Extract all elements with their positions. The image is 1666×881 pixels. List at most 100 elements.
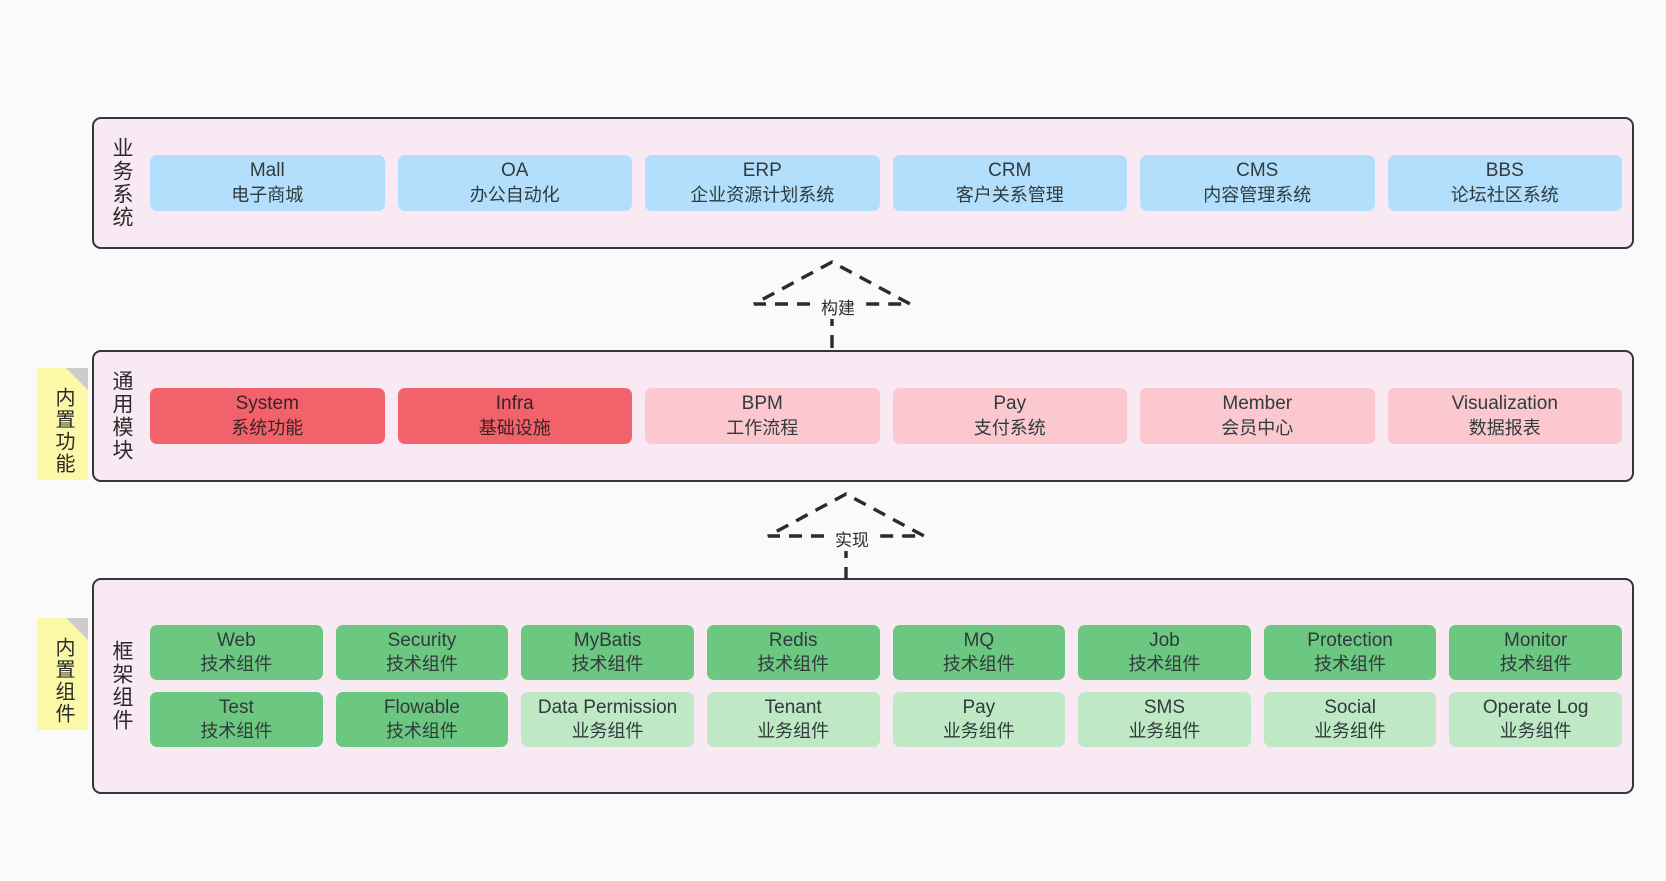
node-title: Data Permission <box>537 697 678 718</box>
node-subtitle: 基础设施 <box>478 417 551 438</box>
node-title: Protection <box>1307 629 1393 651</box>
connector-implement: 实现 <box>766 490 926 582</box>
node-title: SMS <box>1143 697 1186 718</box>
node-subtitle: 业务组件 <box>1499 721 1572 742</box>
node-subtitle: 会员中心 <box>1221 417 1294 438</box>
node-member[interactable]: Member 会员中心 <box>1140 388 1375 444</box>
node-title: Monitor <box>1504 629 1568 651</box>
node-subtitle: 技术组件 <box>757 653 830 674</box>
layer-title-framework-components: 框架组件 <box>110 640 134 732</box>
node-job[interactable]: Job 技术组件 <box>1078 624 1251 680</box>
node-subtitle: 技术组件 <box>1314 653 1387 674</box>
node-subtitle: 技术组件 <box>1499 653 1572 674</box>
node-title: Member <box>1222 393 1293 415</box>
node-security[interactable]: Security 技术组件 <box>335 624 509 680</box>
node-title: Mall <box>249 160 285 182</box>
node-title: OA <box>501 160 529 182</box>
node-subtitle: 技术组件 <box>571 653 644 674</box>
node-mq[interactable]: MQ 技术组件 <box>892 624 1066 680</box>
node-pay-module[interactable]: Pay 支付系统 <box>892 388 1127 444</box>
node-test[interactable]: Test 技术组件 <box>150 692 323 748</box>
layer-title-common-modules: 通用模块 <box>110 370 134 462</box>
connector-build-label: 构建 <box>818 294 858 319</box>
node-operate-log[interactable]: Operate Log 业务组件 <box>1449 692 1622 748</box>
layer-body-framework-components: Web 技术组件 Security 技术组件 MyBatis 技术组件 Redi… <box>148 580 1632 792</box>
node-subtitle: 业务组件 <box>571 721 644 742</box>
node-mall[interactable]: Mall 电子商城 <box>150 155 385 211</box>
sticky-note-builtin-component: 内置组件 <box>37 618 88 730</box>
node-subtitle: 技术组件 <box>200 721 273 742</box>
node-title: Job <box>1149 629 1180 651</box>
node-visualization[interactable]: Visualization 数据报表 <box>1387 388 1622 444</box>
node-subtitle: 业务组件 <box>757 721 830 742</box>
node-erp[interactable]: ERP 企业资源计划系统 <box>645 155 880 211</box>
node-protection[interactable]: Protection 技术组件 <box>1263 624 1437 680</box>
dashed-generalization-arrow-icon <box>753 260 911 348</box>
node-row: Web 技术组件 Security 技术组件 MyBatis 技术组件 Redi… <box>150 624 1622 680</box>
node-subtitle: 技术组件 <box>200 653 273 674</box>
node-subtitle: 内容管理系统 <box>1203 184 1312 205</box>
node-title: ERP <box>742 160 782 182</box>
node-row: System 系统功能 Infra 基础设施 BPM 工作流程 Pay 支付系统… <box>150 388 1622 444</box>
node-row: Test 技术组件 Flowable 技术组件 Data Permission … <box>150 692 1622 748</box>
node-mybatis[interactable]: MyBatis 技术组件 <box>521 624 694 680</box>
node-social[interactable]: Social 业务组件 <box>1263 692 1437 748</box>
node-flowable[interactable]: Flowable 技术组件 <box>335 692 509 748</box>
node-subtitle: 业务组件 <box>1128 721 1201 742</box>
node-title: Pay <box>993 393 1027 415</box>
node-data-permission[interactable]: Data Permission 业务组件 <box>521 692 694 748</box>
node-subtitle: 技术组件 <box>1128 653 1201 674</box>
sticky-note-label: 内置组件 <box>52 637 74 725</box>
layer-body-common-modules: System 系统功能 Infra 基础设施 BPM 工作流程 Pay 支付系统… <box>148 352 1632 480</box>
dashed-generalization-arrow-icon <box>767 492 925 580</box>
folded-corner-icon <box>66 618 88 640</box>
layer-business-systems: 业务系统 Mall 电子商城 OA 办公自动化 ERP 企业资源计划系统 CRM… <box>92 117 1634 249</box>
node-title: Redis <box>768 629 818 651</box>
node-sms[interactable]: SMS 业务组件 <box>1078 692 1251 748</box>
layer-body-business-systems: Mall 电子商城 OA 办公自动化 ERP 企业资源计划系统 CRM 客户关系… <box>148 119 1632 247</box>
node-web[interactable]: Web 技术组件 <box>150 624 323 680</box>
node-title: Web <box>216 629 256 651</box>
node-subtitle: 支付系统 <box>973 417 1046 438</box>
node-redis[interactable]: Redis 技术组件 <box>706 624 880 680</box>
node-title: System <box>235 393 299 415</box>
node-subtitle: 办公自动化 <box>469 184 560 205</box>
sticky-note-builtin-function: 内置功能 <box>37 368 88 480</box>
node-subtitle: 数据报表 <box>1468 417 1541 438</box>
node-pay-component[interactable]: Pay 业务组件 <box>892 692 1066 748</box>
layer-common-modules: 通用模块 System 系统功能 Infra 基础设施 BPM 工作流程 Pay… <box>92 350 1634 482</box>
node-crm[interactable]: CRM 客户关系管理 <box>892 155 1127 211</box>
node-bbs[interactable]: BBS 论坛社区系统 <box>1387 155 1622 211</box>
node-title: Social <box>1324 697 1376 718</box>
node-system[interactable]: System 系统功能 <box>150 388 385 444</box>
node-infra[interactable]: Infra 基础设施 <box>397 388 632 444</box>
node-subtitle: 企业资源计划系统 <box>690 184 835 205</box>
node-subtitle: 论坛社区系统 <box>1450 184 1559 205</box>
folded-corner-icon <box>66 368 88 390</box>
node-title: Infra <box>495 393 534 415</box>
sticky-note-label: 内置功能 <box>52 387 74 475</box>
layer-framework-components: 框架组件 Web 技术组件 Security 技术组件 MyBatis 技术组件… <box>92 578 1634 794</box>
node-title: BPM <box>741 393 783 415</box>
node-title: Security <box>387 629 457 651</box>
connector-build: 构建 <box>752 258 912 350</box>
node-title: MQ <box>963 629 995 651</box>
node-oa[interactable]: OA 办公自动化 <box>397 155 632 211</box>
node-subtitle: 技术组件 <box>385 653 458 674</box>
connector-implement-label: 实现 <box>832 526 872 551</box>
node-bpm[interactable]: BPM 工作流程 <box>645 388 880 444</box>
node-cms[interactable]: CMS 内容管理系统 <box>1140 155 1375 211</box>
node-title: Flowable <box>383 697 460 718</box>
node-subtitle: 技术组件 <box>942 653 1015 674</box>
node-subtitle: 系统功能 <box>231 417 304 438</box>
layer-title-business-systems: 业务系统 <box>110 137 134 229</box>
node-subtitle: 技术组件 <box>385 721 458 742</box>
node-subtitle: 业务组件 <box>1314 721 1387 742</box>
node-monitor[interactable]: Monitor 技术组件 <box>1449 624 1622 680</box>
node-subtitle: 电子商城 <box>231 184 304 205</box>
node-tenant[interactable]: Tenant 业务组件 <box>706 692 880 748</box>
node-title: CRM <box>988 160 1032 182</box>
node-title: Test <box>218 697 254 718</box>
node-subtitle: 业务组件 <box>942 721 1015 742</box>
